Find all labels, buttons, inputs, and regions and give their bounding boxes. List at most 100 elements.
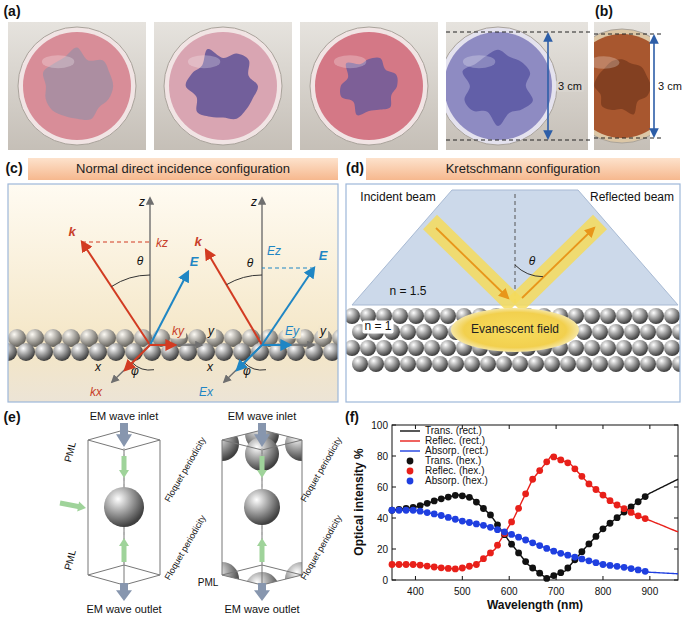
legend-text: Reflec. (hex.) [425, 466, 484, 476]
header-bar: Kretschmann configuration [366, 158, 680, 180]
sphere [392, 308, 408, 324]
sphere [480, 356, 496, 372]
data-point [494, 542, 501, 549]
sphere [568, 340, 584, 356]
data-point [593, 486, 600, 493]
sphere [352, 356, 368, 372]
data-point [557, 550, 564, 557]
data-point [403, 561, 410, 568]
cell-edge [302, 440, 303, 575]
sphere [346, 308, 360, 324]
cell-edge [222, 440, 223, 575]
sphere [360, 340, 376, 356]
vector-label: Ex [199, 386, 213, 399]
tick-label: 0 [382, 575, 388, 586]
data-point [515, 534, 522, 541]
axis-title: Wavelength (nm) [487, 599, 583, 612]
data-point [508, 518, 515, 525]
tick-label: 80 [377, 451, 388, 462]
angle-label: θ [529, 255, 536, 268]
y-axis [262, 344, 314, 345]
data-point [543, 575, 550, 582]
data-point [600, 525, 607, 532]
prism [352, 190, 678, 305]
data-point [564, 565, 571, 572]
data-point [593, 559, 600, 566]
tick [392, 549, 396, 550]
data-point [452, 516, 459, 523]
angle-arc [111, 275, 150, 287]
sphere [440, 308, 456, 324]
light-beam [515, 222, 600, 305]
index-label: n = 1.5 [389, 285, 426, 298]
tick [392, 487, 396, 488]
legend-text: Absorp. (hex.) [425, 476, 488, 486]
boundary-label: PML [62, 549, 78, 572]
sphere [608, 324, 624, 340]
plot-frame [392, 425, 678, 580]
data-point [396, 561, 403, 568]
data-point [586, 557, 593, 564]
x-axis [112, 345, 150, 382]
data-point [522, 558, 529, 565]
photo [8, 22, 146, 150]
tick [509, 576, 510, 580]
data-point [536, 467, 543, 474]
data-point [417, 508, 424, 515]
wave-arrow [116, 423, 132, 447]
dimension-arrow [653, 36, 655, 136]
data-point [459, 492, 466, 499]
sphere [424, 308, 440, 324]
data-point [578, 473, 585, 480]
dish-rim [310, 27, 428, 145]
sphere [616, 340, 632, 356]
data-point [466, 519, 473, 526]
dish-rim [594, 29, 650, 143]
panel-letter: (b) [595, 4, 613, 19]
sphere [600, 340, 616, 356]
panel-letter: (d) [346, 161, 364, 176]
data-point [389, 507, 396, 514]
tick [556, 425, 557, 429]
legend-swatch [400, 451, 420, 452]
dish-liquid [169, 32, 277, 140]
dimension-line [594, 138, 664, 139]
sphere [107, 343, 125, 361]
data-point [487, 512, 494, 519]
data-point [550, 454, 557, 461]
legend-line [400, 440, 420, 441]
glare [463, 55, 495, 68]
sphere [53, 343, 71, 361]
data-point [424, 563, 431, 570]
sphere [71, 343, 89, 361]
data-point [438, 495, 445, 502]
legend-text: Trans. (rect.) [425, 426, 482, 436]
wave-arrow [116, 583, 132, 601]
sphere [648, 340, 664, 356]
index-label: n = 1 [362, 320, 393, 333]
data-point [473, 520, 480, 527]
projection-line [82, 241, 150, 242]
glare [594, 56, 619, 68]
dimension-line [446, 140, 590, 141]
periodicity-arrow [119, 456, 129, 478]
sphere [400, 324, 416, 340]
dish-liquid [446, 32, 552, 140]
dimension-line [594, 34, 664, 35]
z-axis [149, 198, 150, 345]
wave-arrow [254, 583, 270, 601]
data-line [392, 510, 678, 574]
data-point [473, 561, 480, 568]
photo [154, 22, 292, 150]
data-line [392, 456, 678, 569]
tick-label: 20 [377, 544, 388, 555]
data-point [508, 541, 515, 548]
wave-vector [206, 250, 262, 345]
beam-label: Reflected beam [590, 191, 674, 204]
data-point [571, 465, 578, 472]
tick-label: 500 [454, 586, 471, 597]
boundary-label: Floquet periodicity [299, 436, 344, 504]
data-point [529, 476, 536, 483]
data-point [466, 494, 473, 501]
